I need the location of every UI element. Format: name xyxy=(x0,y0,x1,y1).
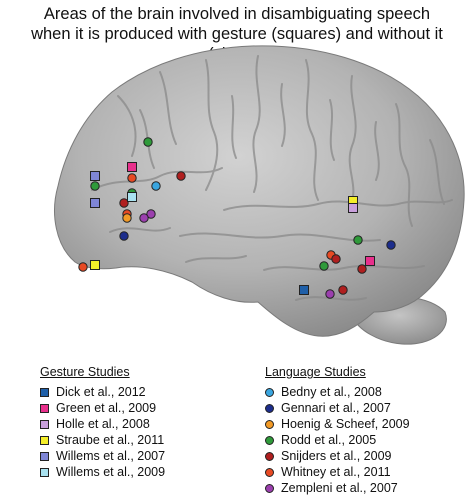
language-legend-label: Zempleni et al., 2007 xyxy=(281,481,398,495)
language-legend-swatch xyxy=(265,451,274,461)
language-legend-label: Gennari et al., 2007 xyxy=(281,401,391,415)
gesture-legend-label: Holle et al., 2008 xyxy=(56,417,150,431)
gesture-study-marker xyxy=(90,260,100,270)
study-markers xyxy=(78,137,396,299)
language-legend-item: Bedny et al., 2008 xyxy=(265,384,410,400)
cerebrum xyxy=(54,45,465,337)
gesture-study-marker xyxy=(90,171,100,181)
language-legend-swatch xyxy=(265,483,274,493)
language-study-marker xyxy=(357,264,367,274)
gesture-legend-swatch xyxy=(40,419,49,429)
gesture-legend-swatch xyxy=(40,451,49,461)
language-legend-label: Snijders et al., 2009 xyxy=(281,449,392,463)
gesture-legend-item: Straube et al., 2011 xyxy=(40,432,165,448)
language-study-marker xyxy=(325,289,335,299)
gesture-study-marker xyxy=(348,203,358,213)
language-study-marker xyxy=(146,209,156,219)
language-study-marker xyxy=(386,240,396,250)
gesture-study-marker xyxy=(299,285,309,295)
language-legend-item: Rodd et al., 2005 xyxy=(265,432,410,448)
gesture-study-marker xyxy=(127,192,137,202)
language-legend-label: Whitney et al., 2011 xyxy=(281,465,391,479)
gesture-legend-item: Holle et al., 2008 xyxy=(40,416,165,432)
gesture-legend-swatch xyxy=(40,467,49,477)
language-study-marker xyxy=(176,171,186,181)
gesture-legend-swatch xyxy=(40,387,49,397)
gesture-study-marker xyxy=(127,162,137,172)
brain-illustration xyxy=(54,45,465,345)
language-legend-swatch xyxy=(265,419,274,429)
language-study-marker xyxy=(319,261,329,271)
gesture-legend-swatch xyxy=(40,403,49,413)
language-legend-swatch xyxy=(265,387,274,397)
language-study-marker xyxy=(338,285,348,295)
language-study-marker xyxy=(122,213,132,223)
language-legend-item: Whitney et al., 2011 xyxy=(265,464,410,480)
brain-sulci xyxy=(91,55,453,301)
language-legend-label: Hoenig & Scheef, 2009 xyxy=(281,417,410,431)
language-study-marker xyxy=(331,254,341,264)
language-legend-swatch xyxy=(265,435,274,445)
brain-shape xyxy=(54,45,465,345)
language-legend-label: Bedny et al., 2008 xyxy=(281,385,382,399)
language-legend-swatch xyxy=(265,467,274,477)
language-study-marker xyxy=(143,137,153,147)
language-legend-heading: Language Studies xyxy=(265,365,366,379)
gesture-legend-item: Willems et al., 2009 xyxy=(40,464,165,480)
gesture-legend-item: Green et al., 2009 xyxy=(40,400,165,416)
language-study-marker xyxy=(119,231,129,241)
language-legend-swatch xyxy=(265,403,274,413)
gesture-legend-label: Willems et al., 2007 xyxy=(56,449,166,463)
gesture-legend-label: Straube et al., 2011 xyxy=(56,433,165,447)
language-study-marker xyxy=(151,181,161,191)
language-legend-item: Snijders et al., 2009 xyxy=(265,448,410,464)
gesture-legend-swatch xyxy=(40,435,49,445)
language-legend-item: Zempleni et al., 2007 xyxy=(265,480,410,496)
language-study-marker xyxy=(127,173,137,183)
gesture-study-marker xyxy=(90,198,100,208)
language-study-marker xyxy=(139,213,149,223)
gesture-legend-item: Dick et al., 2012 xyxy=(40,384,165,400)
gesture-study-marker xyxy=(365,256,375,266)
gesture-legend-label: Willems et al., 2009 xyxy=(56,465,166,479)
gesture-legend-label: Dick et al., 2012 xyxy=(56,385,146,399)
language-legend-label: Rodd et al., 2005 xyxy=(281,433,377,447)
gesture-legend-heading: Gesture Studies xyxy=(40,365,130,379)
language-study-marker xyxy=(353,235,363,245)
language-study-marker xyxy=(78,262,88,272)
gesture-legend-label: Green et al., 2009 xyxy=(56,401,157,415)
language-legend-item: Hoenig & Scheef, 2009 xyxy=(265,416,410,432)
language-legend-item: Gennari et al., 2007 xyxy=(265,400,410,416)
gesture-legend-item: Willems et al., 2007 xyxy=(40,448,165,464)
title-line-1: Areas of the brain involved in disambigu… xyxy=(43,5,431,23)
language-study-marker xyxy=(90,181,100,191)
language-study-marker xyxy=(119,198,129,208)
